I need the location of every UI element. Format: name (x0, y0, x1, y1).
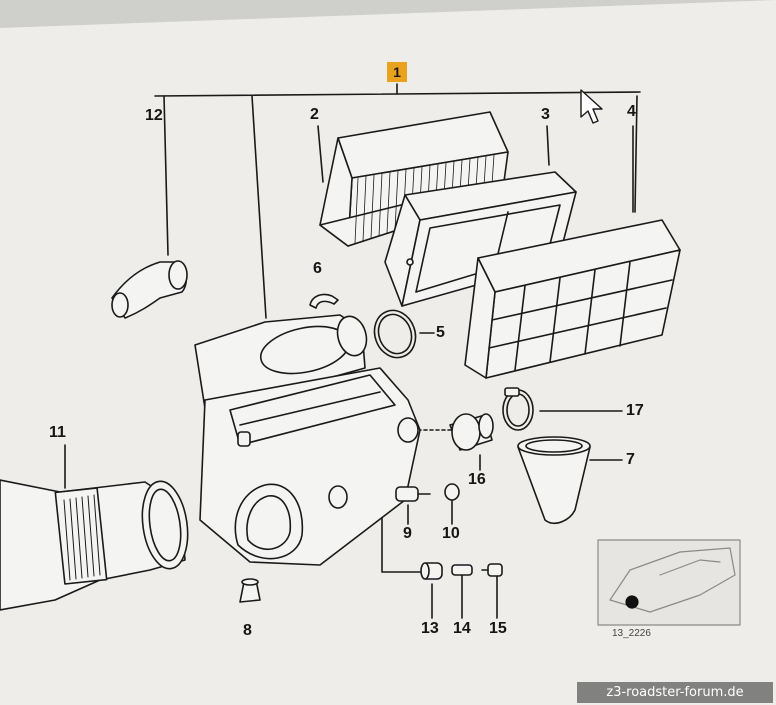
part-bolt (481, 563, 503, 577)
leader-lines (64, 83, 641, 619)
part-gasket-ring (373, 309, 417, 359)
car-locator-thumbnail (597, 539, 741, 626)
part-elbow-hose (111, 260, 188, 319)
callout-3: 3 (541, 106, 550, 123)
callout-15: 15 (489, 620, 507, 637)
part-main-housing (194, 314, 421, 566)
part-plug (239, 578, 261, 603)
part-clip (309, 293, 339, 309)
callout-14: 14 (453, 620, 471, 637)
part-grommet (420, 562, 443, 580)
callout-7: 7 (626, 451, 635, 468)
callout-8: 8 (243, 622, 252, 639)
mouse-pointer-icon (580, 89, 603, 124)
callout-17: 17 (626, 402, 644, 419)
callout-4: 4 (627, 103, 636, 120)
reference-code: 13_2226 (612, 628, 651, 639)
callout-9: 9 (403, 525, 412, 542)
part-hose-clamp (502, 387, 534, 431)
callout-11: 11 (49, 424, 66, 441)
callout-5: 5 (436, 324, 445, 341)
callout-6: 6 (313, 260, 322, 277)
callout-12: 12 (145, 107, 163, 124)
part-filter-frame (384, 171, 577, 307)
site-watermark: z3-roadster-forum.de (577, 682, 773, 703)
part-funnel (517, 436, 591, 525)
part-nut (444, 483, 460, 501)
callout-16: 16 (468, 471, 486, 488)
part-spacer (451, 564, 473, 576)
callout-2: 2 (310, 106, 319, 123)
callout-10: 10 (442, 525, 460, 542)
group-label-box: 1 (387, 62, 407, 82)
part-sleeve (449, 413, 494, 451)
part-screw (395, 486, 431, 502)
callout-13: 13 (421, 620, 439, 637)
part-grid-cover (464, 219, 681, 379)
boot-ribs (63, 494, 101, 581)
